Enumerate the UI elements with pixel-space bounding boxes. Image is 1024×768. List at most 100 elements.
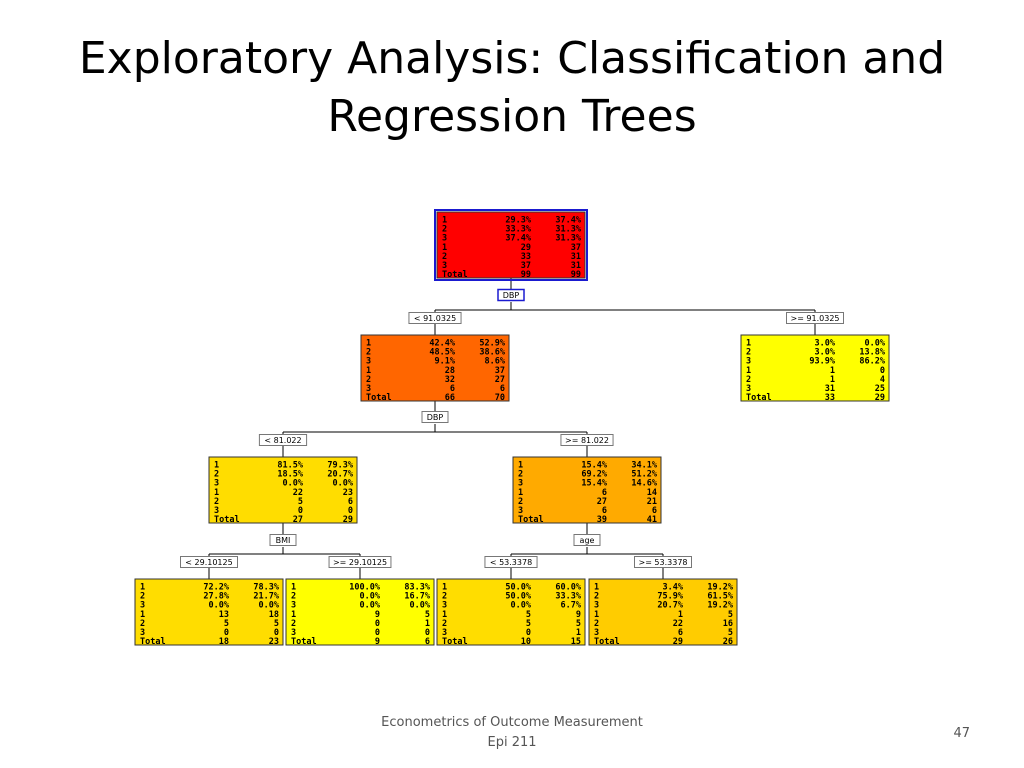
node-cell: 5 (425, 610, 430, 620)
node-cell: 37 (495, 366, 505, 376)
node-cell: 0 (880, 366, 885, 376)
branch-condition-text: < 53.3378 (490, 558, 532, 567)
tree-node-n-lt-81 (208, 456, 358, 524)
node-cell: 3 (442, 628, 447, 638)
node-cell: 34.1% (631, 461, 657, 471)
node-cell: 20.7% (327, 470, 353, 480)
node-cell: 0 (375, 619, 380, 629)
node-cell: 2 (442, 592, 447, 602)
tree-node-n-bmi-ge (285, 578, 435, 646)
node-cell: 15 (571, 637, 581, 647)
node-cell: 31 (571, 252, 581, 262)
node-cell: 25 (875, 384, 885, 394)
node-cell: 0.0% (511, 601, 532, 611)
node-cell: Total (518, 515, 544, 525)
node-cell: 41 (647, 515, 657, 525)
node-cell: 3 (291, 628, 296, 638)
node-cell: 9 (576, 610, 581, 620)
node-cell: 2 (746, 348, 751, 358)
node-cell: 21.7% (253, 592, 279, 602)
node-cell: 79.3% (327, 461, 353, 471)
branch-condition-label (180, 556, 238, 568)
node-cell: 1 (830, 366, 835, 376)
node-cell: 0.0% (360, 592, 381, 602)
node-cell: 2 (140, 592, 145, 602)
node-cell: 23 (343, 488, 353, 498)
node-cell: 28 (445, 366, 455, 376)
node-cell: 37 (521, 261, 531, 271)
node-cell: 37 (571, 243, 581, 253)
node-cell: 3 (594, 628, 599, 638)
split-variable-text: DBP (427, 413, 444, 422)
split-variable-label (573, 534, 601, 546)
node-cell: 3 (140, 601, 145, 611)
node-cell: 61.5% (707, 592, 733, 602)
node-cell: 0.0% (865, 339, 886, 349)
node-cell: 21 (647, 497, 657, 507)
node-cell: 8.6% (485, 357, 506, 367)
node-cell: 29 (343, 515, 353, 525)
node-cell: 9.1% (435, 357, 456, 367)
node-cell: 2 (140, 619, 145, 629)
node-cell: 29 (673, 637, 683, 647)
node-cell: 15.4% (581, 461, 607, 471)
node-cell: 2 (291, 619, 296, 629)
node-cell: 29 (521, 243, 531, 253)
node-cell: 9 (375, 610, 380, 620)
node-cell: 1 (442, 610, 447, 620)
node-cell: 6 (602, 506, 607, 516)
node-cell: 0 (274, 628, 279, 638)
node-cell: 0.0% (259, 601, 280, 611)
node-cell: 5 (274, 619, 279, 629)
node-cell: 99 (521, 270, 531, 280)
node-cell: 29 (875, 393, 885, 403)
node-cell: 33.3% (555, 592, 581, 602)
node-cell: 1 (214, 488, 219, 498)
footer: Econometrics of Outcome Measurement Epi … (312, 713, 712, 753)
node-cell: 3 (366, 357, 371, 367)
node-cell: 2 (291, 592, 296, 602)
node-cell: 0.0% (333, 479, 354, 489)
node-cell: 6 (678, 628, 683, 638)
node-cell: 1 (594, 610, 599, 620)
node-cell: 1 (442, 216, 447, 226)
node-cell: 0 (298, 506, 303, 516)
node-cell: 78.3% (253, 583, 279, 593)
node-cell: 1 (366, 339, 371, 349)
tree-node-n-ge-91 (740, 334, 890, 402)
node-cell: 27 (597, 497, 607, 507)
node-cell: 31 (825, 384, 835, 394)
tree-node-highlight (434, 209, 588, 281)
node-cell: 69.2% (581, 470, 607, 480)
node-cell: 0.0% (410, 601, 431, 611)
branch-condition-label (408, 312, 462, 324)
node-cell: 13.8% (859, 348, 885, 358)
split-variable-label (421, 411, 449, 423)
node-cell: 2 (366, 348, 371, 358)
node-cell: 1 (576, 628, 581, 638)
node-cell: 6 (602, 488, 607, 498)
node-cell: 0.0% (360, 601, 381, 611)
branch-condition-label (258, 434, 308, 446)
node-cell: 3 (442, 261, 447, 271)
branch-condition-text: >= 81.022 (565, 436, 609, 445)
node-cell: 3 (594, 601, 599, 611)
node-cell: 0 (526, 628, 531, 638)
node-cell: 18.5% (277, 470, 303, 480)
node-cell: 37.4% (505, 234, 531, 244)
tree-node-n-age-ge (588, 578, 738, 646)
node-cell: Total (594, 637, 620, 647)
split-variable-text: DBP (503, 291, 520, 300)
node-cell: 5 (224, 619, 229, 629)
node-cell: 1 (678, 610, 683, 620)
node-cell: 18 (219, 637, 229, 647)
node-cell: 50.0% (505, 583, 531, 593)
page-number: 47 (953, 726, 970, 741)
node-cell: 39 (597, 515, 607, 525)
node-cell: 2 (442, 619, 447, 629)
node-cell: 1 (830, 375, 835, 385)
node-cell: 93.9% (809, 357, 835, 367)
node-cell: 3 (518, 479, 523, 489)
node-cell: 29.3% (505, 216, 531, 226)
